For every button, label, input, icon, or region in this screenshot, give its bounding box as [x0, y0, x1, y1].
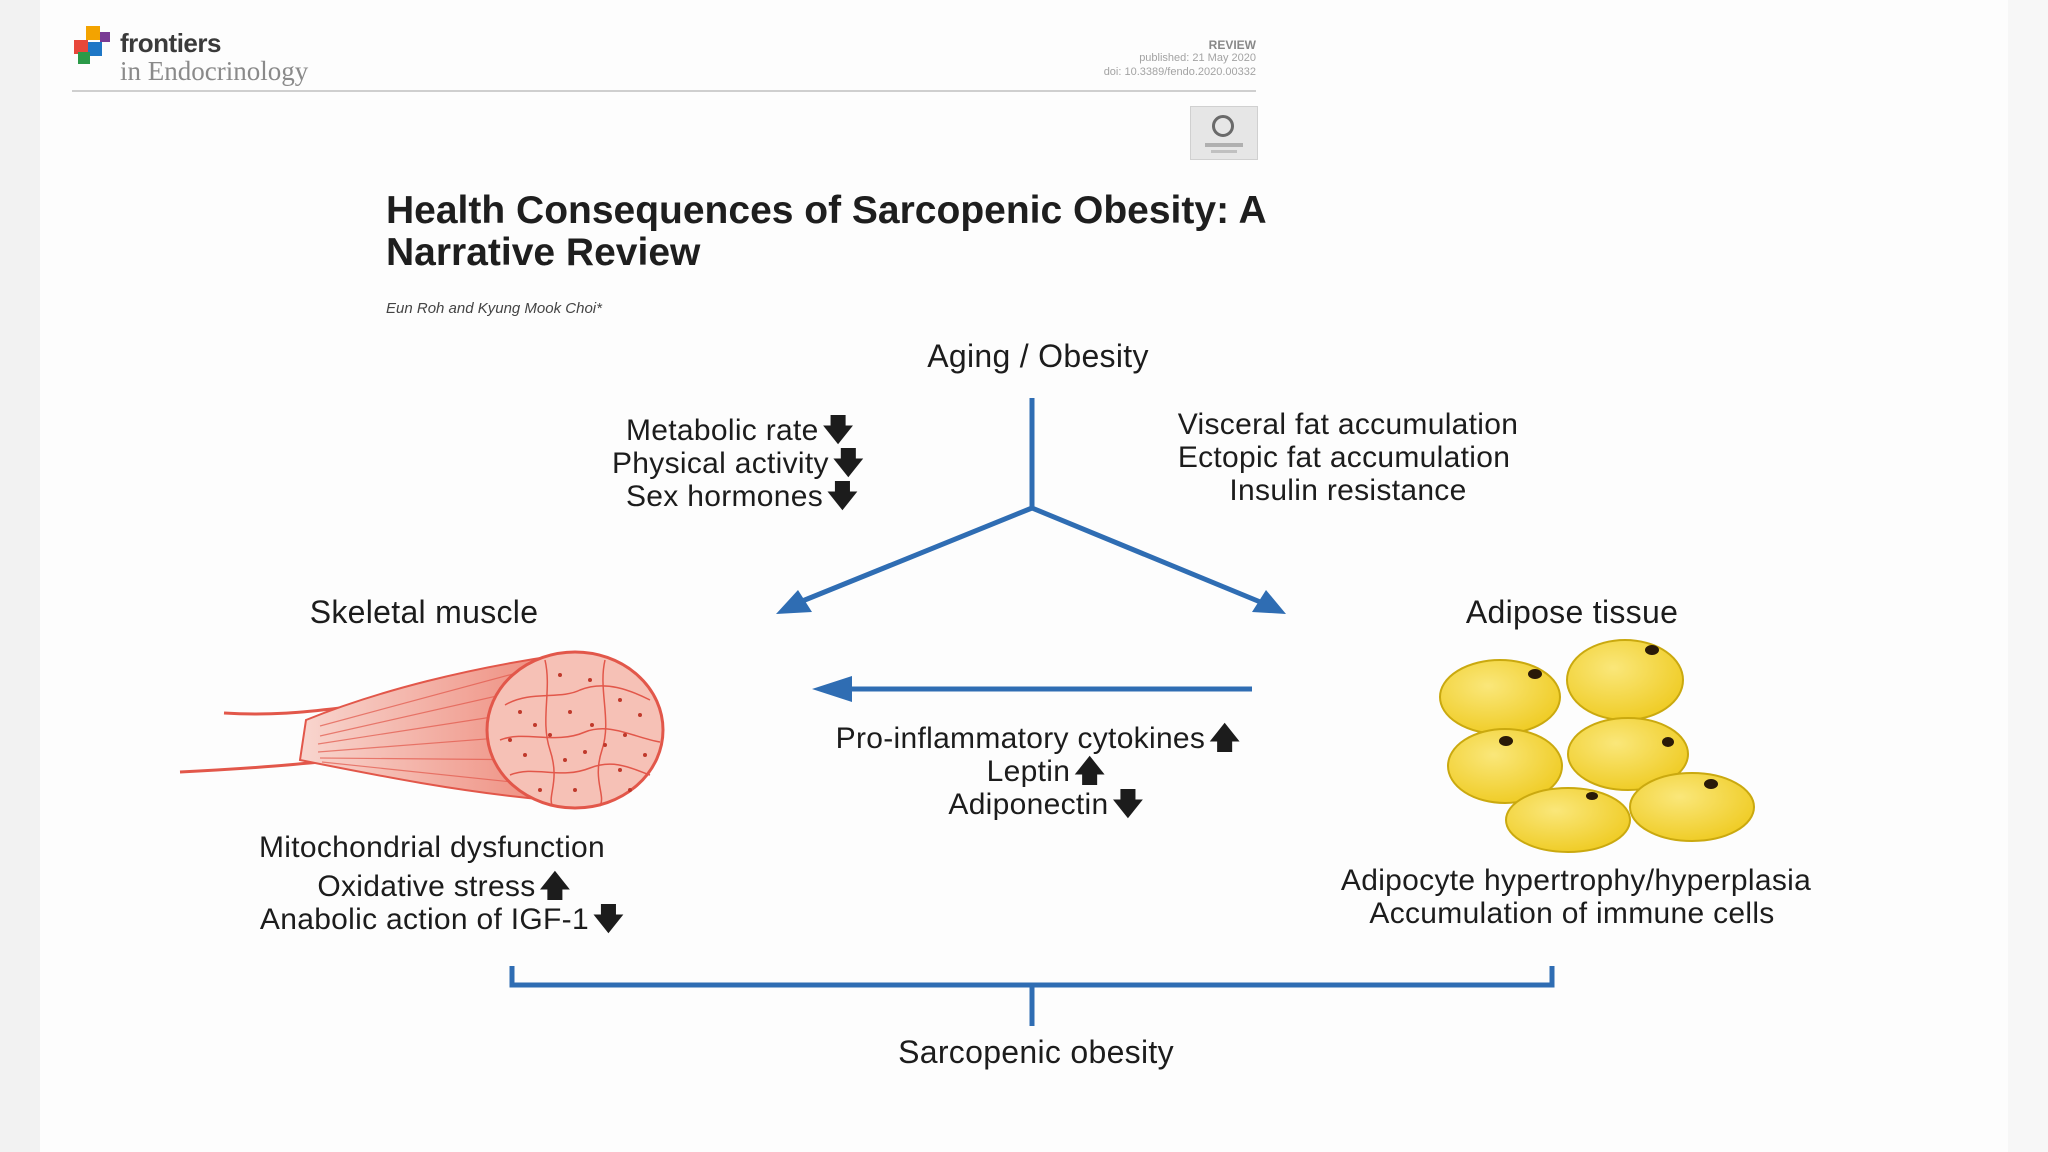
update-circle-icon	[1212, 115, 1234, 137]
down-arrow-icon: 🡇	[832, 447, 864, 480]
muscle-effect-oxidative-stress: Oxidative stress🡅	[317, 870, 571, 903]
skeletal-muscle-illustration	[179, 650, 665, 810]
left-factor-physical-activity: Physical activity🡇	[612, 447, 864, 480]
right-margin	[2008, 0, 2048, 1152]
bottom-bracket	[509, 966, 1555, 1026]
down-arrow-icon: 🡇	[592, 903, 625, 936]
frontiers-logo-icon	[74, 26, 110, 64]
article-type: REVIEW	[1208, 38, 1256, 52]
aging-obesity-label: Aging / Obesity	[927, 338, 1149, 374]
journal-name: frontiers in Endocrinology	[120, 30, 308, 85]
published-date: published: 21 May 2020	[1139, 52, 1256, 65]
left-factor-sex-hormones: Sex hormones🡇	[626, 480, 859, 513]
up-arrow-icon: 🡅	[539, 870, 571, 903]
journal-name-line1: frontiers	[120, 28, 221, 58]
article-authors: Eun Roh and Kyung Mook Choi*	[386, 300, 602, 317]
adipose-effect-immune-cells: Accumulation of immune cells	[1369, 897, 1775, 930]
arrowhead-left	[776, 590, 812, 614]
down-arrow-icon: 🡇	[827, 480, 859, 513]
muscle-effect-mitochondrial: Mitochondrial dysfunction	[258, 831, 606, 864]
article-meta: REVIEW published: 21 May 2020 doi: 10.33…	[1104, 38, 1256, 79]
right-factor-insulin-resistance: Insulin resistance	[1229, 474, 1467, 507]
fat-cell-nuclei	[1499, 645, 1718, 800]
split-arrow	[789, 398, 1271, 609]
adipose-effect-hypertrophy: Adipocyte hypertrophy/hyperplasia	[1340, 864, 1812, 897]
cytokine-factor-pro-inflammatory: Pro-inflammatory cytokines🡅	[835, 722, 1241, 755]
down-arrow-icon: 🡇	[1112, 788, 1144, 821]
sarcopenic-obesity-label: Sarcopenic obesity	[898, 1034, 1174, 1070]
down-arrow-icon: 🡇	[822, 414, 854, 447]
article-title: Health Consequences of Sarcopenic Obesit…	[386, 189, 1266, 274]
check-for-updates-badge	[1190, 106, 1258, 160]
up-arrow-icon: 🡅	[1074, 755, 1106, 788]
right-factor-ectopic-fat: Ectopic fat accumulation	[1177, 441, 1511, 474]
adipose-tissue-label: Adipose tissue	[1465, 594, 1679, 630]
cytokine-factor-adiponectin: Adiponectin🡇	[948, 788, 1144, 821]
doi: doi: 10.3389/fendo.2020.00332	[1103, 65, 1256, 78]
journal-name-line2: in Endocrinology	[120, 56, 309, 86]
skeletal-muscle-label: Skeletal muscle	[309, 594, 539, 630]
adipose-tissue-illustration	[1439, 639, 1755, 853]
muscle-effect-igf1: Anabolic action of IGF-1🡇	[259, 903, 625, 936]
header-rule	[72, 90, 1256, 92]
up-arrow-icon: 🡅	[1209, 722, 1241, 755]
right-factor-visceral-fat: Visceral fat accumulation	[1177, 408, 1519, 441]
cytokine-arrowhead	[812, 676, 852, 702]
cytokine-factor-leptin: Leptin🡅	[986, 755, 1106, 788]
slide	[40, 0, 2008, 1152]
left-factor-metabolic-rate: Metabolic rate🡇	[626, 414, 854, 447]
arrowhead-right	[1252, 590, 1286, 614]
